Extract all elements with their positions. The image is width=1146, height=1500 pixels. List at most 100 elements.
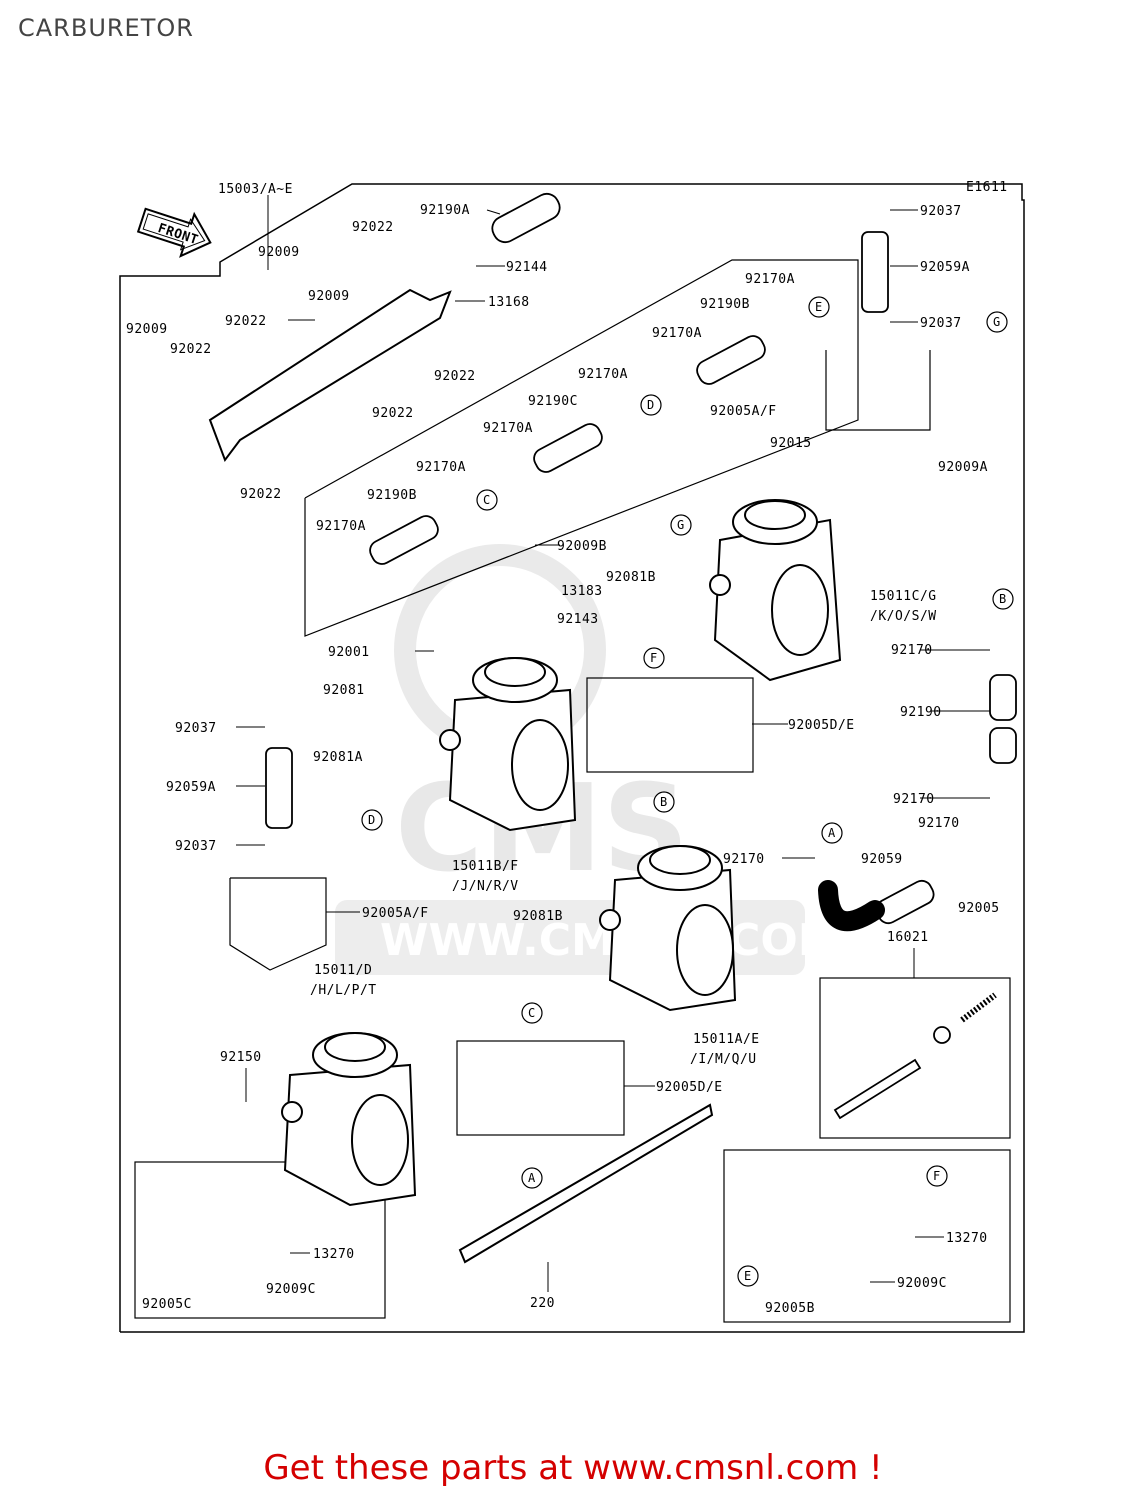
footer-link[interactable]: Get these parts at www.cmsnl.com ! — [263, 1448, 883, 1488]
label-92144: 92144 — [506, 260, 548, 275]
label-92081: 92081 — [323, 683, 365, 698]
label-92037: 92037 — [920, 204, 962, 219]
label-92170: 92170 — [893, 792, 935, 807]
svg-text:E: E — [815, 300, 822, 314]
label-92059a: 92059A — [166, 780, 216, 795]
label-92005de: 92005D/E — [656, 1080, 723, 1095]
label-15011ae-suffix: /I/M/Q/U — [690, 1052, 757, 1067]
label-92005c: 92005C — [142, 1297, 192, 1312]
label-15011d-suffix: /H/L/P/T — [310, 983, 377, 998]
carburetor-body-3 — [599, 845, 737, 1012]
callout-circles — [361, 296, 1014, 1287]
label-92009: 92009 — [126, 322, 168, 337]
label-92022: 92022 — [240, 487, 282, 502]
label-16021: 16021 — [887, 930, 929, 945]
page-title: CARBURETOR — [18, 14, 194, 42]
label-92170: 92170 — [918, 816, 960, 831]
carburetor-body-2 — [439, 657, 577, 832]
label-92005af: 92005A/F — [362, 906, 429, 921]
leader-lines — [236, 195, 990, 1292]
label-92170a: 92170A — [652, 326, 702, 341]
label-92015: 92015 — [770, 436, 812, 451]
label-92059: 92059 — [861, 852, 903, 867]
svg-text:F: F — [650, 651, 657, 665]
label-92190b: 92190B — [700, 297, 750, 312]
label-92037: 92037 — [175, 839, 217, 854]
label-15011ae: 15011A/E — [693, 1032, 760, 1047]
label-92170a: 92170A — [483, 421, 533, 436]
label-92190c: 92190C — [528, 394, 578, 409]
label-92005: 92005 — [958, 901, 1000, 916]
svg-text:B: B — [660, 795, 667, 809]
label-13183: 13183 — [561, 584, 603, 599]
label-92022: 92022 — [352, 220, 394, 235]
label-92190a: 92190A — [420, 203, 470, 218]
label-92170: 92170 — [723, 852, 765, 867]
svg-text:G: G — [993, 315, 1000, 329]
label-92170a: 92170A — [578, 367, 628, 382]
bracket-plate — [208, 288, 452, 463]
label-92037: 92037 — [920, 316, 962, 331]
svg-text:D: D — [368, 813, 375, 827]
label-92081b: 92081B — [513, 909, 563, 924]
label-92009: 92009 — [258, 245, 300, 260]
label-15003: 15003/A~E — [218, 182, 293, 197]
choke-plunger-parts — [833, 992, 997, 1120]
label-92009c: 92009C — [266, 1282, 316, 1297]
label-220: 220 — [530, 1296, 555, 1311]
label-92005af: 92005A/F — [710, 404, 777, 419]
carburetor-body-4 — [281, 1032, 417, 1207]
joint-box-left — [134, 1161, 386, 1319]
diagram-code: E1611 — [966, 180, 1008, 195]
label-15011cg: 15011C/G — [870, 589, 937, 604]
label-92081a: 92081A — [313, 750, 363, 765]
svg-text:G: G — [677, 518, 684, 532]
label-13168: 13168 — [488, 295, 530, 310]
svg-text:D: D — [647, 398, 654, 412]
label-15011bf-suffix: /J/N/R/V — [452, 879, 519, 894]
label-92170a: 92170A — [745, 272, 795, 287]
main-frame — [119, 183, 1025, 1333]
svg-text:F: F — [933, 1169, 940, 1183]
label-92190: 92190 — [900, 705, 942, 720]
label-92009a: 92009A — [938, 460, 988, 475]
label-92059a: 92059A — [920, 260, 970, 275]
label-92009b: 92009B — [557, 539, 607, 554]
label-92009c: 92009C — [897, 1276, 947, 1291]
fuel-joint-box-lower — [456, 1040, 625, 1136]
label-92170a: 92170A — [416, 460, 466, 475]
fuel-joint-box-left — [229, 877, 327, 971]
label-92022: 92022 — [372, 406, 414, 421]
stay-bar — [458, 1103, 714, 1264]
hose-box-outline — [304, 259, 859, 637]
label-92081b: 92081B — [606, 570, 656, 585]
label-92143: 92143 — [557, 612, 599, 627]
label-13270: 13270 — [946, 1231, 988, 1246]
label-92022: 92022 — [225, 314, 267, 329]
label-15011d: 15011/D — [314, 963, 372, 978]
label-13270: 13270 — [313, 1247, 355, 1262]
label-92005de: 92005D/E — [788, 718, 855, 733]
label-92022: 92022 — [434, 369, 476, 384]
svg-text:C: C — [528, 1006, 535, 1020]
choke-box — [819, 977, 1011, 1139]
label-92170a: 92170A — [316, 519, 366, 534]
svg-text:E: E — [744, 1269, 751, 1283]
joint-box-outline — [825, 350, 931, 431]
joint-box-right — [723, 1149, 1011, 1323]
label-92022: 92022 — [170, 342, 212, 357]
part-labels: 15003/A~E 92190A 92144 92022 92009 92009… — [126, 182, 1000, 1316]
label-15011cg-suffix: /K/O/S/W — [870, 609, 937, 624]
callout-letters: E G D C G B F B D A C A F E — [368, 300, 1006, 1283]
svg-text:A: A — [828, 826, 836, 840]
svg-text:A: A — [528, 1171, 536, 1185]
label-92190b: 92190B — [367, 488, 417, 503]
hoses — [265, 192, 1017, 932]
svg-text:C: C — [483, 493, 490, 507]
label-15011bf: 15011B/F — [452, 859, 519, 874]
label-92001: 92001 — [328, 645, 370, 660]
carburetor-body-1 — [709, 499, 842, 682]
svg-text:B: B — [999, 592, 1006, 606]
label-92005b: 92005B — [765, 1301, 815, 1316]
